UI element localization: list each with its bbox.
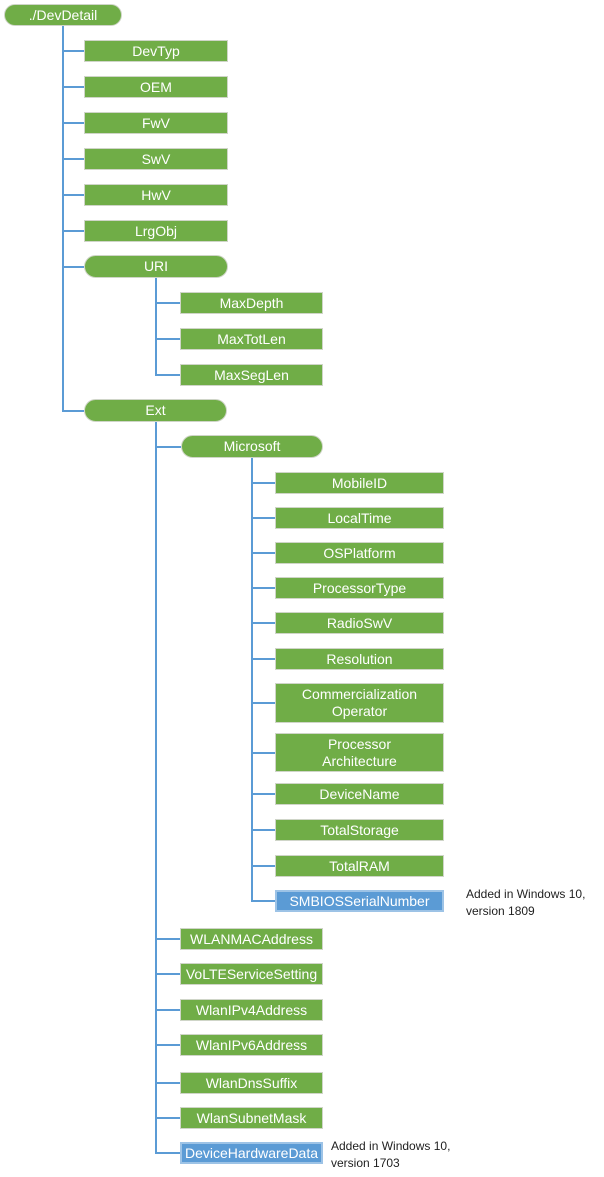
connector-line xyxy=(251,658,275,660)
tree-node-processortype: ProcessorType xyxy=(275,577,444,599)
connector-line xyxy=(62,158,84,160)
tree-node-smbiosserialnumber: SMBIOSSerialNumber xyxy=(275,890,444,912)
connector-line xyxy=(251,829,275,831)
connector-line xyxy=(62,410,84,412)
tree-node-mobileid: MobileID xyxy=(275,472,444,494)
connector-line xyxy=(155,973,180,975)
connector-line xyxy=(62,230,84,232)
connector-line xyxy=(62,86,84,88)
connector-line xyxy=(155,278,157,376)
tree-node-maxseglen: MaxSegLen xyxy=(180,364,323,386)
connector-line xyxy=(155,338,180,340)
tree-node-hwv: HwV xyxy=(84,184,228,206)
tree-node-devdetail: ./DevDetail xyxy=(4,4,122,26)
connector-line xyxy=(251,752,275,754)
connector-line xyxy=(251,587,275,589)
tree-node-processor-architecture: Processor Architecture xyxy=(275,733,444,772)
tree-node-swv: SwV xyxy=(84,148,228,170)
connector-line xyxy=(62,122,84,124)
connector-line xyxy=(155,1044,180,1046)
tree-node-devicehardwaredata: DeviceHardwareData xyxy=(180,1142,323,1164)
tree-node-wlandnssuffix: WlanDnsSuffix xyxy=(180,1072,323,1094)
tree-node-wlansubnetmask: WlanSubnetMask xyxy=(180,1107,323,1129)
connector-line xyxy=(62,266,84,268)
connector-line xyxy=(62,194,84,196)
tree-node-maxtotlen: MaxTotLen xyxy=(180,328,323,350)
tree-node-oem: OEM xyxy=(84,76,228,98)
connector-line xyxy=(251,517,275,519)
tree-node-osplatform: OSPlatform xyxy=(275,542,444,564)
tree-node-devicename: DeviceName xyxy=(275,783,444,805)
tree-node-volteservicesetting: VoLTEServiceSetting xyxy=(180,963,323,985)
tree-node-radioswv: RadioSwV xyxy=(275,612,444,634)
connector-line xyxy=(251,482,275,484)
tree-node-uri: URI xyxy=(84,255,228,278)
connector-line xyxy=(155,1082,180,1084)
tree-node-commercialization-operator: Commercialization Operator xyxy=(275,683,444,723)
tree-node-wlanmacaddress: WLANMACAddress xyxy=(180,928,323,950)
connector-line xyxy=(251,900,275,902)
tree-node-devtyp: DevTyp xyxy=(84,40,228,62)
connector-line xyxy=(251,458,253,902)
connector-line xyxy=(155,374,180,376)
annotation-smbiosserialnumber: Added in Windows 10, version 1809 xyxy=(466,887,586,918)
connector-line xyxy=(251,865,275,867)
connector-line xyxy=(251,622,275,624)
tree-node-maxdepth: MaxDepth xyxy=(180,292,323,314)
connector-line xyxy=(62,26,64,412)
connector-line xyxy=(251,552,275,554)
connector-line xyxy=(155,422,157,1154)
tree-node-microsoft: Microsoft xyxy=(181,435,323,458)
tree-node-ext: Ext xyxy=(84,399,227,422)
connector-line xyxy=(155,938,180,940)
annotation-devicehardwaredata: Added in Windows 10, version 1703 xyxy=(331,1139,451,1170)
connector-line xyxy=(251,702,275,704)
tree-node-localtime: LocalTime xyxy=(275,507,444,529)
connector-line xyxy=(155,1009,180,1011)
tree-node-totalstorage: TotalStorage xyxy=(275,819,444,841)
tree-node-lrgobj: LrgObj xyxy=(84,220,228,242)
tree-node-wlanipv6address: WlanIPv6Address xyxy=(180,1034,323,1056)
tree-node-resolution: Resolution xyxy=(275,648,444,670)
tree-node-totalram: TotalRAM xyxy=(275,855,444,877)
connector-line xyxy=(155,446,181,448)
connector-line xyxy=(155,1152,180,1154)
connector-line xyxy=(155,1117,180,1119)
connector-line xyxy=(62,50,84,52)
connector-line xyxy=(251,793,275,795)
tree-node-fwv: FwV xyxy=(84,112,228,134)
connector-line xyxy=(155,302,180,304)
tree-node-wlanipv4address: WlanIPv4Address xyxy=(180,999,323,1021)
